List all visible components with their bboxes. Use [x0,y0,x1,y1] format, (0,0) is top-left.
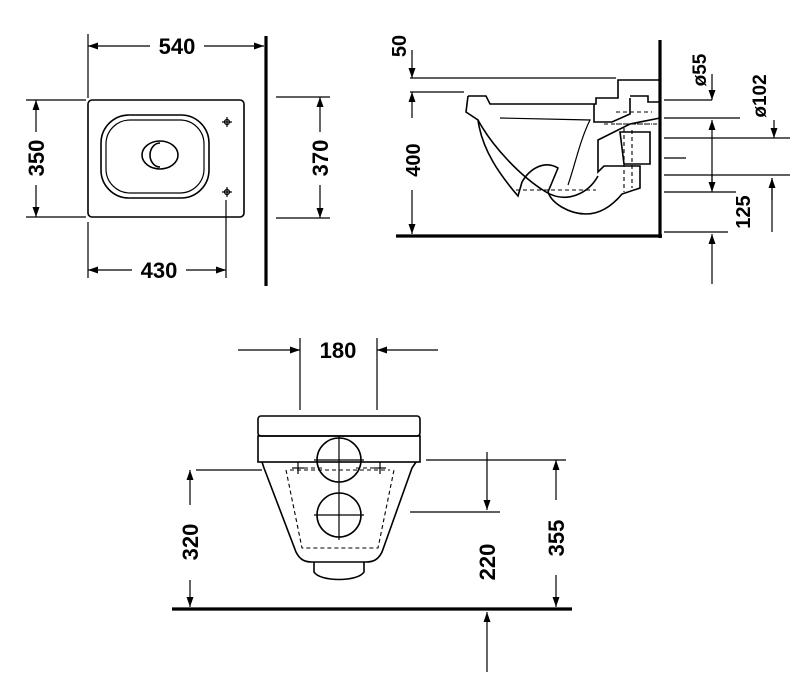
dim-125-label: 125 [733,195,755,228]
side-view: 50 400 ø55 ø102 125 [389,35,790,284]
dim-220-label: 220 [475,544,500,581]
side-view-trap [499,117,591,186]
dim-430-label: 430 [141,258,178,283]
top-view-fixing-crosses [222,117,232,197]
front-view-lid [257,415,421,437]
front-view-hidden-outline [285,469,395,549]
side-view-bowl-rim [468,79,660,105]
top-view-outlet-inner [149,142,161,168]
dim-370-label: 370 [308,140,333,177]
dim-180-label: 180 [320,338,357,363]
top-view-seat [100,114,210,199]
front-view-fixing-bolts [292,462,386,474]
side-view-bowl-body [465,95,661,215]
dim-400-label: 400 [403,143,425,176]
dim-55-label: ø55 [690,53,711,86]
front-view: 180 320 220 355 [172,338,572,672]
side-view-back-flange [593,95,660,165]
top-view-bowl-outline [87,99,245,218]
top-view: 540 350 370 430 [24,34,333,286]
dim-320-label: 320 [178,524,203,561]
top-view-outlet [141,140,179,170]
side-view-hidden-lines [516,111,660,192]
front-view-outlet [313,562,365,581]
dim-350-label: 350 [24,140,49,177]
dim-355-label: 355 [544,520,569,557]
top-view-seat-inner [105,119,205,194]
dim-102-label: ø102 [750,74,771,117]
side-view-bowl-inner [477,119,599,198]
front-view-bowl [261,461,417,563]
dim-50-label: 50 [389,35,411,57]
dim-540-label: 540 [159,34,196,59]
